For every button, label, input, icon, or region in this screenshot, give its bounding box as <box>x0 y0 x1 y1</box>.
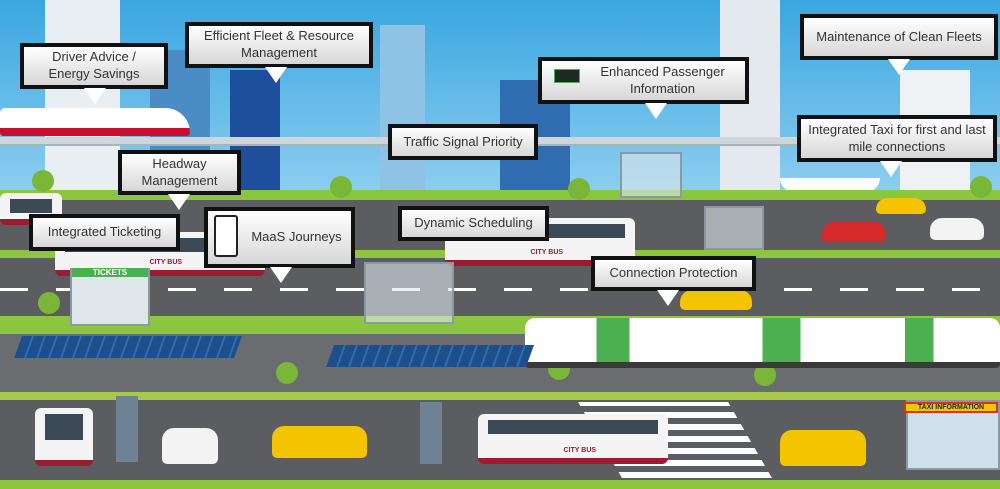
callout-pointer <box>657 290 679 306</box>
solar-canopy <box>325 345 535 367</box>
callout-passenger-info: Enhanced Passenger Information <box>538 57 749 104</box>
car <box>930 218 984 240</box>
tickets-sign: TICKETS <box>72 268 148 277</box>
ticket-booth: TICKETS <box>70 268 150 326</box>
skyscraper <box>45 0 120 200</box>
taxi-information-booth: TAXI INFORMATION <box>904 400 1000 470</box>
callout-connection-protection: Connection Protection <box>591 256 756 291</box>
info-display-icon <box>554 69 580 83</box>
taxi-sign-text: TAXI <box>917 404 934 411</box>
callout-pointer <box>270 267 292 283</box>
grass-strip <box>0 190 1000 202</box>
taxi <box>272 426 367 458</box>
callout-pointer <box>265 67 287 83</box>
callout-ticketing: Integrated Ticketing <box>29 214 180 251</box>
bus-shelter <box>704 206 764 250</box>
electric-car <box>162 428 218 464</box>
tree <box>32 170 54 192</box>
callout-dynamic-scheduling: Dynamic Scheduling <box>398 206 549 241</box>
callout-pointer <box>168 194 190 210</box>
solar-canopy <box>13 336 243 358</box>
information-sign-text: INFORMATION <box>935 404 985 411</box>
tram-shelter <box>620 152 682 198</box>
callout-maas: MaaS Journeys <box>204 207 355 268</box>
callout-pointer <box>645 103 667 119</box>
elevated-train <box>0 108 190 136</box>
callout-driver-advice: Driver Advice / Energy Savings <box>20 43 168 89</box>
bus-label: CITY BUS <box>149 259 183 266</box>
taxi <box>876 198 926 214</box>
callout-text: Enhanced Passenger Information <box>600 63 725 96</box>
bus-label: CITY BUS <box>563 447 597 454</box>
callout-text: MaaS Journeys <box>251 229 342 245</box>
electric-bus <box>35 408 93 466</box>
charging-station <box>420 402 442 464</box>
grass-strip <box>0 392 1000 400</box>
skyscraper <box>380 25 425 200</box>
taxi-information-sign: TAXI INFORMATION <box>904 402 998 413</box>
tree <box>330 176 352 198</box>
taxi <box>680 290 752 310</box>
tram <box>525 318 1000 368</box>
car <box>822 222 886 242</box>
taxi <box>780 430 866 466</box>
callout-pointer <box>84 88 106 104</box>
callout-pointer <box>880 161 902 177</box>
tree <box>754 364 776 386</box>
callout-pointer <box>888 59 910 75</box>
callout-integrated-taxi: Integrated Taxi for first and last mile … <box>797 115 997 162</box>
city-bus: CITY BUS <box>478 414 668 464</box>
bus-label: CITY BUS <box>530 249 564 256</box>
bus-shelter <box>364 262 454 324</box>
callout-efficient-fleet: Efficient Fleet & Resource Management <box>185 22 373 68</box>
grass-strip <box>0 480 1000 489</box>
tree <box>38 292 60 314</box>
smartphone-icon <box>214 215 238 257</box>
tree <box>276 362 298 384</box>
callout-clean-fleets: Maintenance of Clean Fleets <box>800 14 998 60</box>
tree <box>568 178 590 200</box>
tree <box>970 176 992 198</box>
callout-headway: Headway Management <box>118 150 241 195</box>
charging-station <box>116 396 138 462</box>
callout-signal-priority: Traffic Signal Priority <box>388 124 538 160</box>
ferry <box>780 178 880 192</box>
